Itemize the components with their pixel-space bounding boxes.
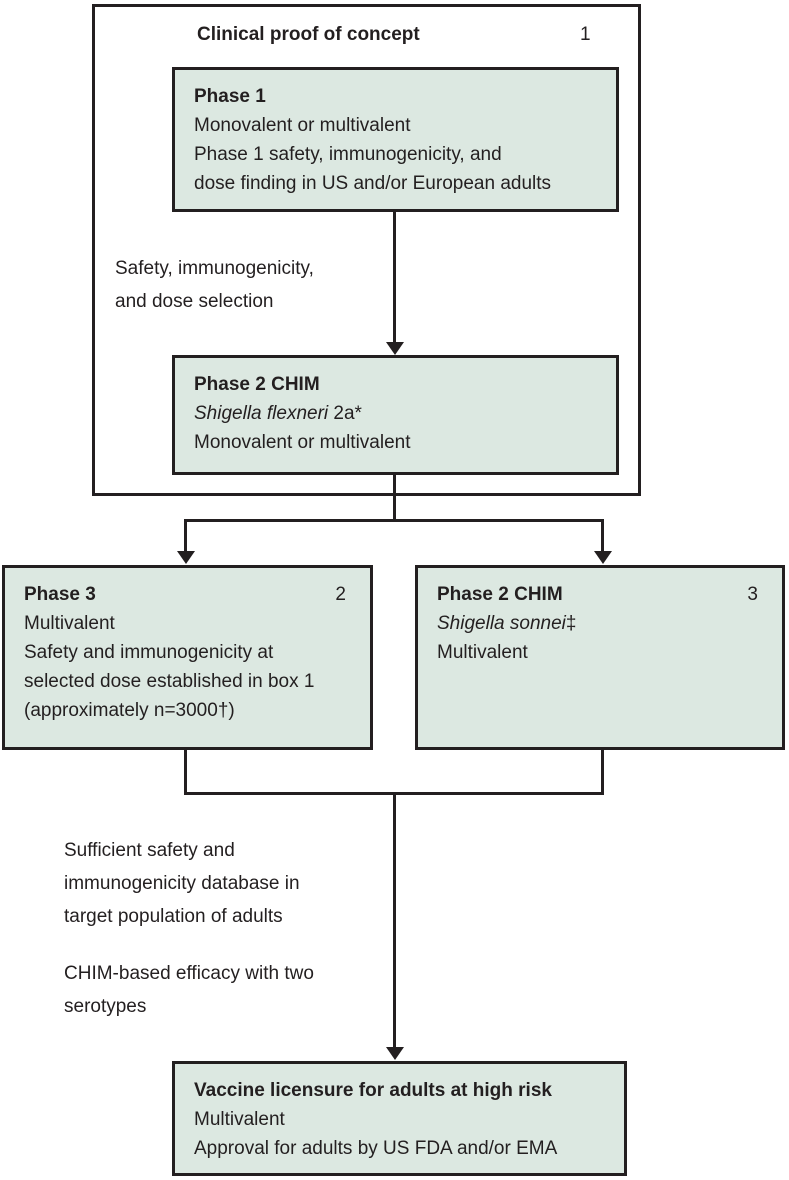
proof-of-concept-group-box: [92, 4, 641, 496]
efficacy-note-line: CHIM-based efficacy with two: [64, 963, 314, 984]
phase2-sonnei-line: Multivalent: [437, 642, 528, 663]
connector-phase2-down: [393, 475, 396, 522]
phase3-title: Phase 3: [24, 584, 96, 605]
phase1-title: Phase 1: [194, 86, 266, 107]
group-title: Clinical proof of concept: [197, 24, 420, 45]
phase3-line: (approximately n=3000†): [24, 700, 235, 721]
phase2-sonnei-number-badge: 3: [747, 584, 758, 605]
group-number-badge: 1: [580, 24, 591, 45]
phase2-flexneri-line: Monovalent or multivalent: [194, 432, 411, 453]
connector-split-left-drop: [184, 519, 187, 552]
phase3-line: Multivalent: [24, 613, 115, 634]
connector-split-right-drop: [601, 519, 604, 552]
connector-split-horizontal: [184, 519, 604, 522]
phase1-box: Phase 1 Monovalent or multivalent Phase …: [172, 67, 619, 212]
database-note-line: Sufficient safety and: [64, 840, 235, 861]
connector-phase1-to-phase2: [393, 212, 396, 344]
efficacy-note: CHIM-based efficacy with two serotypes: [64, 957, 314, 1023]
arrowhead-to-licensure-icon: [386, 1047, 404, 1060]
connector-phase3-down: [184, 750, 187, 795]
species-italic: Shigella sonnei: [437, 613, 566, 634]
licensure-line: Approval for adults by US FDA and/or EMA: [194, 1138, 558, 1159]
phase3-line: Safety and immunogenicity at: [24, 642, 274, 663]
phase3-line: selected dose established in box 1: [24, 671, 315, 692]
efficacy-note-line: serotypes: [64, 996, 147, 1017]
phase1-line: Phase 1 safety, immunogenicity, and: [194, 144, 502, 165]
arrowhead-to-phase3-icon: [177, 551, 195, 564]
arrowhead-phase1-to-phase2-icon: [386, 342, 404, 355]
licensure-title: Vaccine licensure for adults at high ris…: [194, 1080, 552, 1101]
phase3-number-badge: 2: [335, 584, 346, 605]
connector-sonnei-down: [601, 750, 604, 795]
dose-selection-note: Safety, immunogenicity, and dose selecti…: [115, 252, 314, 318]
phase2-chim-flexneri-box: Phase 2 CHIM Shigella flexneri 2a* Monov…: [172, 355, 619, 475]
arrowhead-to-phase2-sonnei-icon: [594, 551, 612, 564]
phase2-sonnei-species-line: Shigella sonnei‡: [437, 609, 762, 638]
species-italic: Shigella flexneri: [194, 403, 329, 424]
database-note-line: immunogenicity database in: [64, 873, 300, 894]
phase2-chim-sonnei-box: Phase 2 CHIM 3 Shigella sonnei‡ Multival…: [415, 565, 785, 750]
connector-join-to-licensure: [393, 792, 396, 1048]
database-note-line: target population of adults: [64, 906, 283, 927]
species-rest: 2a*: [328, 403, 362, 424]
phase3-box: Phase 3 2 Multivalent Safety and immunog…: [2, 565, 373, 750]
licensure-line: Multivalent: [194, 1109, 285, 1130]
database-note: Sufficient safety and immunogenicity dat…: [64, 834, 300, 933]
phase2-flexneri-species-line: Shigella flexneri 2a*: [194, 399, 596, 428]
phase2-sonnei-title: Phase 2 CHIM: [437, 584, 563, 605]
licensure-box: Vaccine licensure for adults at high ris…: [172, 1061, 627, 1176]
phase1-line: dose finding in US and/or European adult…: [194, 173, 552, 194]
species-rest: ‡: [565, 613, 577, 634]
dose-selection-line: Safety, immunogenicity,: [115, 258, 314, 279]
phase2-flexneri-title: Phase 2 CHIM: [194, 374, 320, 395]
dose-selection-line: and dose selection: [115, 291, 274, 312]
phase1-line: Monovalent or multivalent: [194, 115, 411, 136]
